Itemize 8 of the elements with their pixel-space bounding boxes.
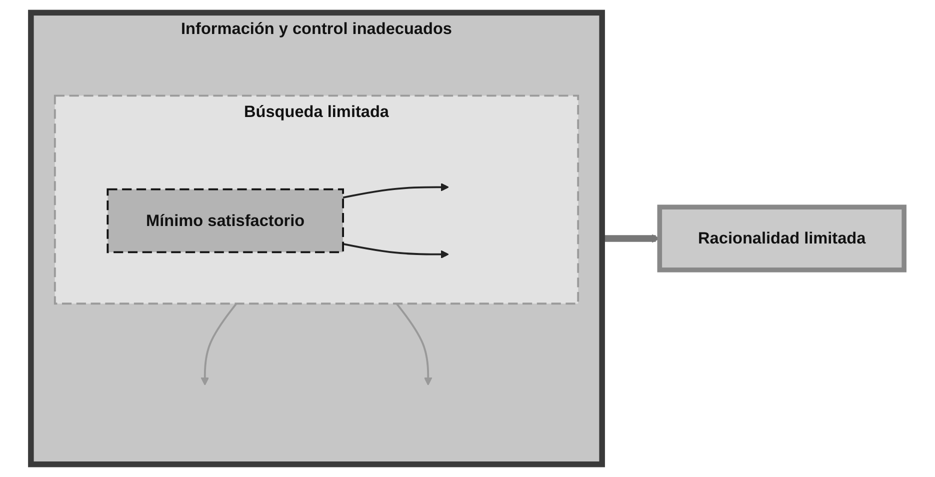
cluster bbox=[54, 94, 580, 305]
arrow bbox=[342, 182, 449, 198]
node-box bbox=[106, 188, 344, 254]
arrow bbox=[342, 243, 449, 259]
cluster bbox=[28, 10, 605, 468]
arrow bbox=[200, 303, 238, 386]
node-box bbox=[657, 204, 906, 272]
arrow bbox=[396, 303, 432, 386]
